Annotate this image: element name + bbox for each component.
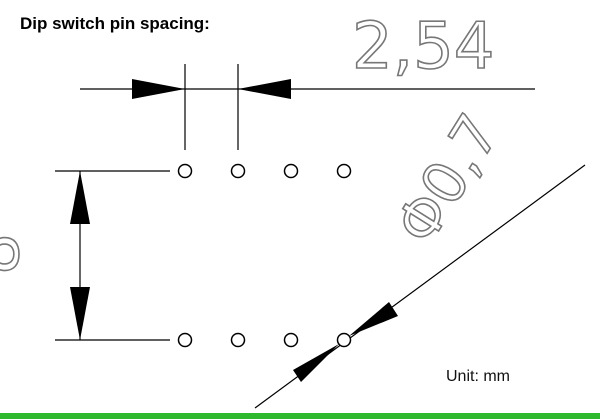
pin-grid: [177, 163, 352, 348]
diameter-arrow-lower: [293, 344, 339, 382]
pitch-arrow-left: [132, 79, 185, 99]
pin-hole: [230, 332, 246, 348]
row-arrow-top: [70, 171, 90, 224]
row-arrow-bottom: [70, 287, 90, 340]
pin-hole: [283, 163, 299, 179]
pitch-arrow-right: [238, 79, 291, 99]
pin-hole: [177, 163, 193, 179]
row-spacing-value: 8: [0, 233, 34, 275]
pin-hole: [336, 163, 352, 179]
pin-hole: [177, 332, 193, 348]
accent-bar: [0, 413, 600, 419]
pitch-value: 2,54: [352, 10, 495, 84]
pin-hole: [230, 163, 246, 179]
pin-hole: [283, 332, 299, 348]
diagram-title: Dip switch pin spacing:: [20, 14, 210, 33]
diameter-arrow-upper: [349, 302, 398, 336]
pin-hole: [336, 332, 352, 348]
unit-label: Unit: mm: [446, 368, 510, 385]
